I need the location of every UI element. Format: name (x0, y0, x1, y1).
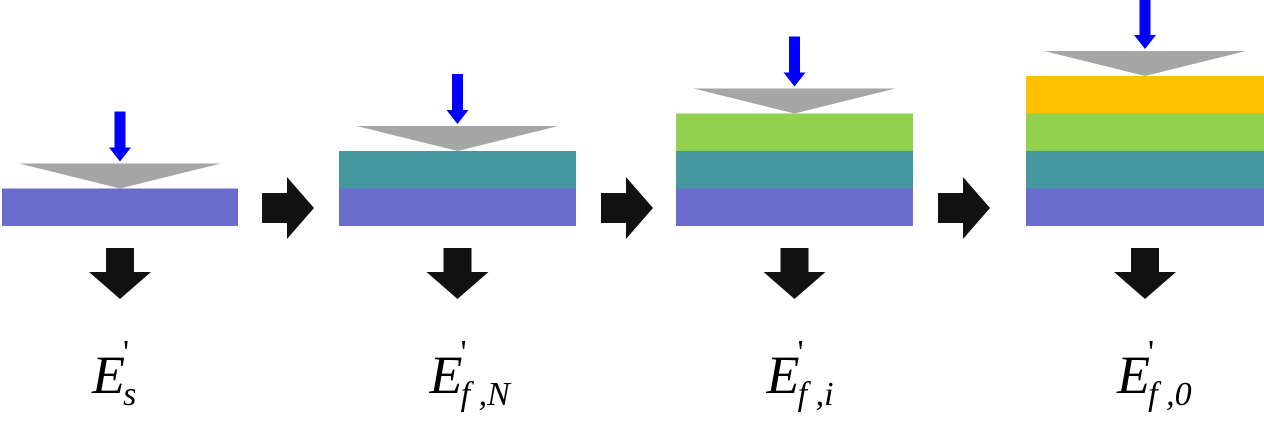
modulus-label: E' f ,i (766, 334, 834, 413)
layer-layer-green (1026, 113, 1264, 151)
modulus-subscript: f ,0 (1148, 376, 1191, 413)
layer-substrate (1026, 188, 1264, 226)
force-down-arrow-icon (1134, 0, 1156, 49)
layer-layer-orange (1026, 76, 1264, 114)
stage-2: E' f ,N (339, 74, 576, 413)
layer-layer-green (676, 113, 913, 151)
modulus-label: E' f ,0 (1116, 334, 1192, 413)
modulus-label: E' s (91, 334, 136, 413)
layer-substrate (2, 188, 238, 226)
modulus-prime: ' (461, 334, 467, 371)
force-down-arrow-icon (446, 74, 469, 124)
indenter-triangle-icon (1044, 51, 1246, 76)
result-down-arrow-icon (89, 248, 151, 299)
step-1-right-arrow-icon (262, 177, 314, 239)
modulus-symbol: E (1116, 345, 1150, 405)
result-down-arrow-icon (426, 248, 489, 299)
layer-layer-teal (339, 151, 576, 189)
modulus-subscript: f ,N (461, 376, 512, 413)
stage-4: E' f ,0 (1026, 0, 1264, 413)
modulus-subscript: s (123, 376, 136, 413)
indenter-triangle-icon (19, 163, 221, 189)
modulus-prime: ' (123, 334, 129, 371)
step-3-right-arrow-icon (938, 177, 990, 239)
modulus-symbol: E (91, 345, 125, 405)
force-down-arrow-icon (783, 36, 806, 87)
stage-1: E' s (2, 111, 238, 413)
result-down-arrow-icon (763, 248, 826, 299)
layer-substrate (339, 188, 576, 226)
step-2-right-arrow-icon (601, 177, 653, 239)
indenter-triangle-icon (356, 126, 559, 151)
layer-layer-teal (676, 151, 913, 189)
modulus-symbol: E (766, 345, 800, 405)
modulus-label: E' f ,N (429, 334, 513, 413)
modulus-prime: ' (798, 334, 804, 371)
force-down-arrow-icon (109, 111, 131, 162)
layer-layer-teal (1026, 151, 1264, 189)
layer-substrate (676, 188, 913, 226)
result-down-arrow-icon (1114, 248, 1176, 299)
modulus-symbol: E (429, 345, 463, 405)
stage-3: E' f ,i (676, 36, 913, 413)
indenter-triangle-icon (693, 88, 896, 114)
modulus-subscript: f ,i (798, 376, 834, 413)
modulus-prime: ' (1148, 334, 1154, 371)
step-arrows-group (262, 177, 990, 239)
